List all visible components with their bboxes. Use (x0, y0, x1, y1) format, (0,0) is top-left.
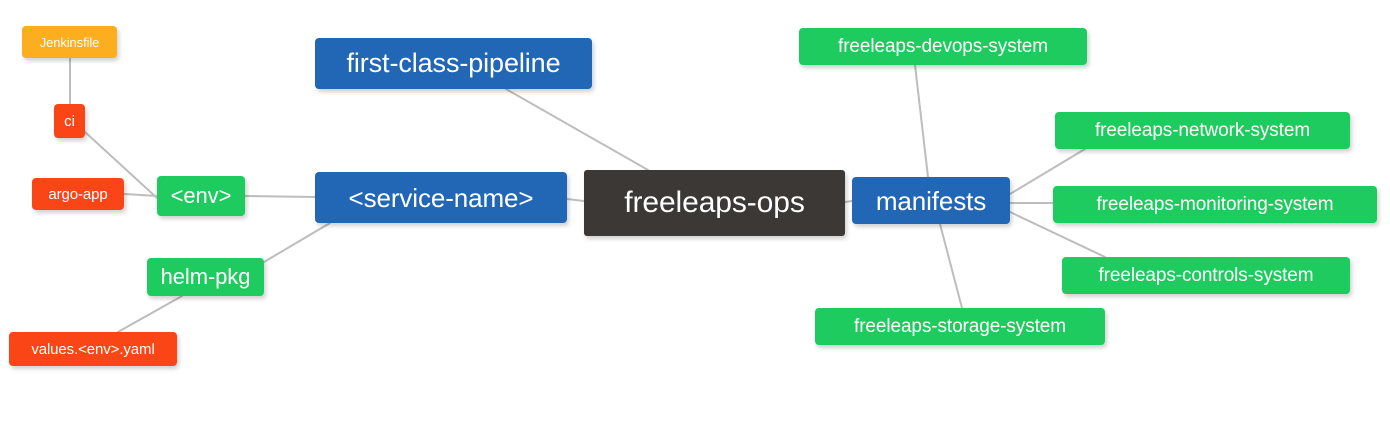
node-jenkinsfile[interactable]: Jenkinsfile (22, 26, 117, 58)
node-label: values.<env>.yaml (31, 340, 155, 358)
node-first-class-pipeline[interactable]: first-class-pipeline (315, 38, 592, 89)
node-env[interactable]: <env> (157, 176, 245, 216)
node-service-name[interactable]: <service-name> (315, 172, 567, 223)
node-freeleaps-network-system[interactable]: freeleaps-network-system (1055, 112, 1350, 149)
node-freeleaps-monitoring-system[interactable]: freeleaps-monitoring-system (1053, 186, 1377, 223)
node-label: manifests (875, 185, 987, 216)
node-label: freeleaps-devops-system (838, 36, 1048, 57)
node-label: <service-name> (348, 182, 534, 213)
node-label: first-class-pipeline (346, 48, 561, 78)
node-argo-app[interactable]: argo-app (32, 178, 124, 210)
node-label: freeleaps-network-system (1094, 120, 1311, 141)
node-manifests[interactable]: manifests (852, 177, 1010, 224)
edge-helm-pkg-to-service-name (263, 222, 331, 263)
node-ci[interactable]: ci (54, 104, 85, 138)
edge-service-name-to-freeleaps-ops (566, 198, 585, 202)
edge-manifests-to-freeleaps-devops-system (914, 64, 929, 178)
edge-freeleaps-ops-to-manifests (844, 200, 853, 203)
node-freeleaps-ops[interactable]: freeleaps-ops (584, 170, 845, 236)
node-label: freeleaps-controls-system (1098, 265, 1314, 286)
edge-argo-app-to-env (123, 193, 158, 197)
node-label: freeleaps-monitoring-system (1096, 194, 1334, 215)
node-label: argo-app (48, 185, 108, 203)
node-freeleaps-controls-system[interactable]: freeleaps-controls-system (1062, 257, 1350, 294)
node-label: Jenkinsfile (39, 34, 100, 50)
node-freeleaps-devops-system[interactable]: freeleaps-devops-system (799, 28, 1087, 65)
node-helm-pkg[interactable]: helm-pkg (147, 258, 264, 296)
edge-values-yaml-to-helm-pkg (117, 295, 183, 333)
node-label: <env> (170, 183, 232, 208)
node-label: freeleaps-ops (624, 186, 805, 219)
node-values-yaml[interactable]: values.<env>.yaml (9, 332, 177, 366)
node-label: helm-pkg (160, 264, 251, 289)
node-label: ci (64, 112, 75, 130)
edge-first-class-pipeline-to-freeleaps-ops (505, 88, 649, 171)
node-freeleaps-storage-system[interactable]: freeleaps-storage-system (815, 308, 1105, 345)
edge-manifests-to-freeleaps-storage-system (939, 223, 963, 309)
node-label: freeleaps-storage-system (854, 316, 1066, 337)
edge-env-to-service-name (244, 195, 316, 198)
